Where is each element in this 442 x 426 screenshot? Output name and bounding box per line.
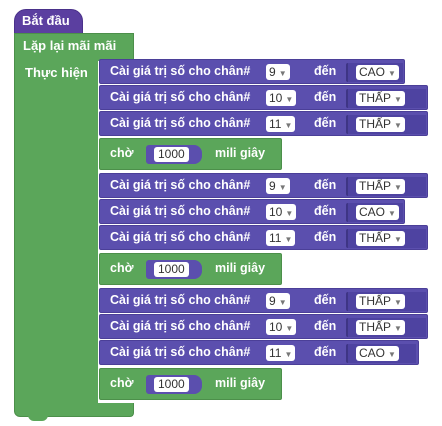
chevron-down-icon: ▼ [284, 350, 293, 359]
set-pin-label: Cài giá trị số cho chân# [110, 230, 251, 244]
chevron-down-icon: ▼ [284, 235, 293, 244]
value-slot: CAO▼ [346, 203, 403, 222]
delay-unit-label: mili giây [215, 261, 266, 275]
value-dropdown[interactable]: THẤP▼ [356, 294, 405, 309]
chevron-down-icon: ▼ [394, 235, 402, 244]
to-label: đến [314, 345, 337, 359]
pin-dropdown[interactable]: 9▼ [266, 64, 290, 80]
delay-label: chờ [110, 146, 134, 160]
chevron-down-icon: ▼ [278, 298, 287, 307]
chevron-down-icon: ▼ [284, 121, 293, 130]
forever-loop-label: Lặp lại mãi mãi [23, 38, 117, 53]
set-pin-label: Cài giá trị số cho chân# [110, 319, 251, 333]
set-pin-block[interactable]: Cài giá trị số cho chân# 9▼ đến THẤP▼ [99, 173, 428, 198]
chevron-down-icon: ▼ [394, 183, 402, 192]
value-slot: THẤP▼ [346, 177, 426, 196]
chevron-down-icon: ▼ [388, 209, 396, 218]
chevron-down-icon: ▼ [278, 69, 287, 78]
set-pin-label: Cài giá trị số cho chân# [110, 90, 251, 104]
to-label: đến [314, 90, 337, 104]
value-slot: THẤP▼ [346, 229, 426, 248]
start-block-label: Bắt đầu [22, 13, 70, 28]
chevron-down-icon: ▼ [285, 209, 294, 218]
chevron-down-icon: ▼ [388, 69, 396, 78]
value-dropdown[interactable]: THẤP▼ [356, 117, 405, 132]
value-dropdown[interactable]: CAO▼ [356, 346, 399, 361]
set-pin-block[interactable]: Cài giá trị số cho chân# 11▼ đến CAO▼ [99, 340, 419, 365]
value-slot: CAO▼ [346, 63, 403, 82]
to-label: đến [314, 64, 337, 78]
chevron-down-icon: ▼ [285, 95, 294, 104]
value-dropdown[interactable]: CAO▼ [356, 205, 399, 220]
pin-dropdown[interactable]: 9▼ [266, 293, 290, 309]
set-pin-block[interactable]: Cài giá trị số cho chân# 11▼ đến THẤP▼ [99, 111, 428, 136]
set-pin-block[interactable]: Cài giá trị số cho chân# 9▼ đến THẤP▼ [99, 288, 428, 313]
set-pin-label: Cài giá trị số cho chân# [110, 116, 251, 130]
to-label: đến [314, 116, 337, 130]
value-slot: THẤP▼ [346, 292, 426, 311]
value-dropdown[interactable]: CAO▼ [356, 65, 399, 80]
set-pin-label: Cài giá trị số cho chân# [110, 345, 251, 359]
to-label: đến [314, 230, 337, 244]
pin-dropdown[interactable]: 9▼ [266, 178, 290, 194]
pin-dropdown[interactable]: 11▼ [266, 345, 296, 361]
value-slot: THẤP▼ [346, 115, 426, 134]
value-dropdown[interactable]: THẤP▼ [356, 231, 405, 246]
chevron-down-icon: ▼ [285, 324, 294, 333]
set-pin-label: Cài giá trị số cho chân# [110, 204, 251, 218]
delay-number-input[interactable]: 1000 [154, 147, 189, 162]
delay-number-slot: 1000 [146, 260, 202, 279]
pin-dropdown[interactable]: 11▼ [266, 116, 296, 132]
delay-number-slot: 1000 [146, 375, 202, 394]
set-pin-block[interactable]: Cài giá trị số cho chân# 10▼ đến THẤP▼ [99, 85, 428, 110]
delay-unit-label: mili giây [215, 376, 266, 390]
pin-dropdown[interactable]: 10▼ [266, 319, 297, 335]
forever-loop-body-arm[interactable]: Thực hiện [14, 60, 98, 405]
set-pin-block[interactable]: Cài giá trị số cho chân# 11▼ đến THẤP▼ [99, 225, 428, 250]
delay-unit-label: mili giây [215, 146, 266, 160]
chevron-down-icon: ▼ [278, 183, 287, 192]
delay-number-input[interactable]: 1000 [154, 262, 189, 277]
chevron-down-icon: ▼ [394, 298, 402, 307]
set-pin-block[interactable]: Cài giá trị số cho chân# 9▼ đến CAO▼ [99, 59, 405, 84]
delay-block[interactable]: chờ 1000 mili giây [99, 368, 282, 400]
pin-dropdown[interactable]: 11▼ [266, 230, 296, 246]
set-pin-block[interactable]: Cài giá trị số cho chân# 10▼ đến CAO▼ [99, 199, 405, 224]
value-dropdown[interactable]: THẤP▼ [356, 179, 405, 194]
value-dropdown[interactable]: THẤP▼ [356, 91, 405, 106]
set-pin-block[interactable]: Cài giá trị số cho chân# 10▼ đến THẤP▼ [99, 314, 428, 339]
block-connector-bump [28, 415, 48, 421]
delay-block[interactable]: chờ 1000 mili giây [99, 253, 282, 285]
delay-block[interactable]: chờ 1000 mili giây [99, 138, 282, 170]
forever-loop-block[interactable]: Lặp lại mãi mãi [14, 33, 134, 61]
to-label: đến [314, 204, 337, 218]
value-slot: THẤP▼ [346, 318, 426, 337]
delay-number-input[interactable]: 1000 [154, 377, 189, 392]
loop-do-label: Thực hiện [25, 65, 88, 80]
delay-label: chờ [110, 261, 134, 275]
set-pin-label: Cài giá trị số cho chân# [110, 178, 251, 192]
to-label: đến [314, 319, 337, 333]
value-dropdown[interactable]: THẤP▼ [356, 320, 405, 335]
value-slot: THẤP▼ [346, 89, 426, 108]
chevron-down-icon: ▼ [388, 350, 396, 359]
to-label: đến [314, 293, 337, 307]
to-label: đến [314, 178, 337, 192]
chevron-down-icon: ▼ [394, 324, 402, 333]
forever-loop-bottom[interactable] [14, 403, 134, 417]
delay-label: chờ [110, 376, 134, 390]
chevron-down-icon: ▼ [394, 95, 402, 104]
set-pin-label: Cài giá trị số cho chân# [110, 293, 251, 307]
chevron-down-icon: ▼ [394, 121, 402, 130]
pin-dropdown[interactable]: 10▼ [266, 204, 297, 220]
set-pin-label: Cài giá trị số cho chân# [110, 64, 251, 78]
delay-number-slot: 1000 [146, 145, 202, 164]
pin-dropdown[interactable]: 10▼ [266, 90, 297, 106]
value-slot: CAO▼ [346, 344, 416, 363]
start-block[interactable]: Bắt đầu [14, 9, 83, 35]
